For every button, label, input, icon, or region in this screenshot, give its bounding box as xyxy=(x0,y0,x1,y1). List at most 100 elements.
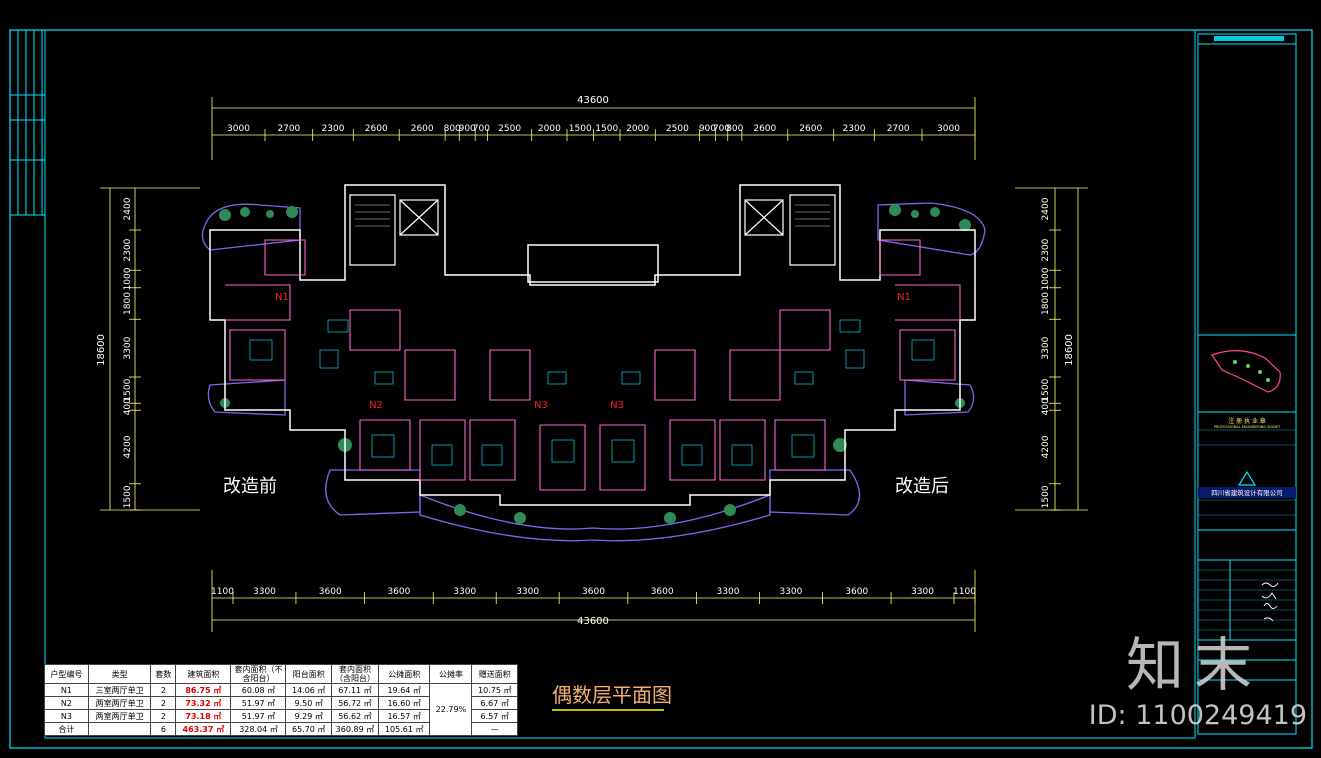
dimension-text: 3300 xyxy=(911,587,934,597)
dimension-text: 1500 xyxy=(1041,378,1051,401)
dimension-text: 800 xyxy=(726,124,743,134)
unit-tag: N1 xyxy=(897,292,911,303)
exterior-walls xyxy=(209,184,976,506)
table-cell: N1 xyxy=(44,683,89,697)
dimension-text: 3600 xyxy=(845,587,868,597)
table-cell: N3 xyxy=(44,709,89,723)
table-cell: 360.89 ㎡ xyxy=(330,722,379,736)
sheet-border xyxy=(9,29,1313,749)
dimension-text: 2400 xyxy=(123,197,133,220)
title-block-rows xyxy=(1198,429,1296,631)
dimension-text: 1100 xyxy=(211,587,234,597)
dimension-text: 2300 xyxy=(123,238,133,261)
drawing-title: 偶数层平面图 xyxy=(552,683,672,707)
dimension-text: 3600 xyxy=(319,587,342,597)
dimension-text: 3300 xyxy=(717,587,740,597)
table-row: N3 两室两厅单卫 2 73.18 ㎡ 51.97 ㎡ 9.29 ㎡ 56.62… xyxy=(44,709,518,723)
dimension-text: 2300 xyxy=(1041,238,1051,261)
dimension-text: 3300 xyxy=(253,587,276,597)
table-cell: 两室两厅单卫 xyxy=(87,696,152,710)
dimension-text: 3300 xyxy=(453,587,476,597)
table-header-cell: 赠送面积 xyxy=(471,664,518,684)
dimension-text: 3300 xyxy=(123,336,133,359)
dimension-text: 1500 xyxy=(569,124,592,134)
table-header-cell: 建筑面积 xyxy=(175,664,232,684)
table-row: N1 三室两厅单卫 2 86.75 ㎡ 60.08 ㎡ 14.06 ㎡ 67.1… xyxy=(44,683,518,736)
table-cell: 56.72 ㎡ xyxy=(330,696,379,710)
table-cell: 6.57 ㎡ xyxy=(471,709,518,723)
bottom-total-dimension: 43600 xyxy=(577,616,609,627)
table-cell: 合计 xyxy=(44,722,89,736)
right-total-dimension: 18600 xyxy=(1064,334,1075,366)
dimension-text: 1000 xyxy=(123,267,133,290)
table-header-cell: 套内面积（不含阳台） xyxy=(230,664,287,684)
table-cell: 14.06 ㎡ xyxy=(285,683,332,697)
table-cell: N2 xyxy=(44,696,89,710)
core-walls xyxy=(349,194,836,266)
table-cell: 16.60 ㎡ xyxy=(377,696,431,710)
table-cell: 三室两厅单卫 xyxy=(87,683,152,697)
cert-label: 注 册 执 业 章 xyxy=(1228,417,1266,425)
dimension-text: 2600 xyxy=(365,124,388,134)
unit-tag: N3 xyxy=(534,400,548,411)
dimension-text: 2500 xyxy=(666,124,689,134)
watermark-logo: 知末 xyxy=(1126,631,1263,699)
dimension-text: 3300 xyxy=(516,587,539,597)
inner-frame xyxy=(44,29,1196,739)
dimension-text: 900 xyxy=(699,124,716,134)
table-cell xyxy=(87,722,152,736)
title-block xyxy=(1197,33,1297,735)
table-cell: 9.50 ㎡ xyxy=(285,696,332,710)
table-header-cell: 套数 xyxy=(150,664,177,684)
table-header-cell: 公摊面积 xyxy=(377,664,431,684)
unit-tag: N1 xyxy=(275,292,289,303)
table-cell: 328.04 ㎡ xyxy=(230,722,287,736)
dimension-text: 700 xyxy=(473,124,490,134)
signatures xyxy=(1261,582,1279,622)
table-cell: 56.62 ㎡ xyxy=(330,709,379,723)
dimension-text: 2400 xyxy=(1041,197,1051,220)
table-cell: 2 xyxy=(150,696,177,710)
table-header-cell: 阳台面积 xyxy=(285,664,332,684)
dimension-text: 2600 xyxy=(799,124,822,134)
table-cell-share-rate: 22.79% xyxy=(429,683,473,736)
table-cell: 2 xyxy=(150,683,177,697)
dimension-text: 4200 xyxy=(1041,435,1051,458)
dimension-text: 3600 xyxy=(582,587,605,597)
dimension-text: 1500 xyxy=(1041,485,1051,508)
table-total-row: 合计 6 463.37 ㎡ 328.04 ㎡ 65.70 ㎡ 360.89 ㎡ … xyxy=(44,722,518,736)
dimension-text: 2700 xyxy=(887,124,910,134)
cert-sub: PROFESSIONAL ENGINEERING SIGNET xyxy=(1214,425,1281,429)
label-before-renovation: 改造前 xyxy=(223,476,277,497)
dimension-text: 700 xyxy=(713,124,730,134)
dimension-text: 2500 xyxy=(498,124,521,134)
table-header-row: 户型编号 类型 套数 建筑面积 套内面积（不含阳台） 阳台面积 套内面积（含阳台… xyxy=(44,664,518,684)
table-header-cell: 套内面积（含阳台） xyxy=(330,664,379,684)
dimension-text: 3000 xyxy=(227,124,250,134)
dimension-text: 3300 xyxy=(779,587,802,597)
table-cell: 10.75 ㎡ xyxy=(471,683,518,697)
left-total-dimension: 18600 xyxy=(96,334,107,366)
label-after-renovation: 改造后 xyxy=(895,476,949,497)
unit-tag: N3 xyxy=(610,400,624,411)
table-cell: 19.64 ㎡ xyxy=(377,683,431,697)
dimension-text: 2300 xyxy=(322,124,345,134)
binding-strip xyxy=(10,30,45,216)
title-block-header-bar xyxy=(1214,36,1284,41)
dimension-text: 1100 xyxy=(953,587,976,597)
table-cell: 6.67 ㎡ xyxy=(471,696,518,710)
table-cell: 51.97 ㎡ xyxy=(230,709,287,723)
interior-partitions xyxy=(225,239,961,491)
dimension-text: 2700 xyxy=(277,124,300,134)
dimension-text: 400 xyxy=(1041,398,1051,415)
dimension-text: 2000 xyxy=(538,124,561,134)
table-cell: 73.32 ㎡ xyxy=(175,696,232,710)
table-cell: — xyxy=(471,722,518,736)
key-plan-thumbnail xyxy=(1211,350,1281,393)
dimension-text: 2600 xyxy=(411,124,434,134)
table-cell: 2 xyxy=(150,709,177,723)
